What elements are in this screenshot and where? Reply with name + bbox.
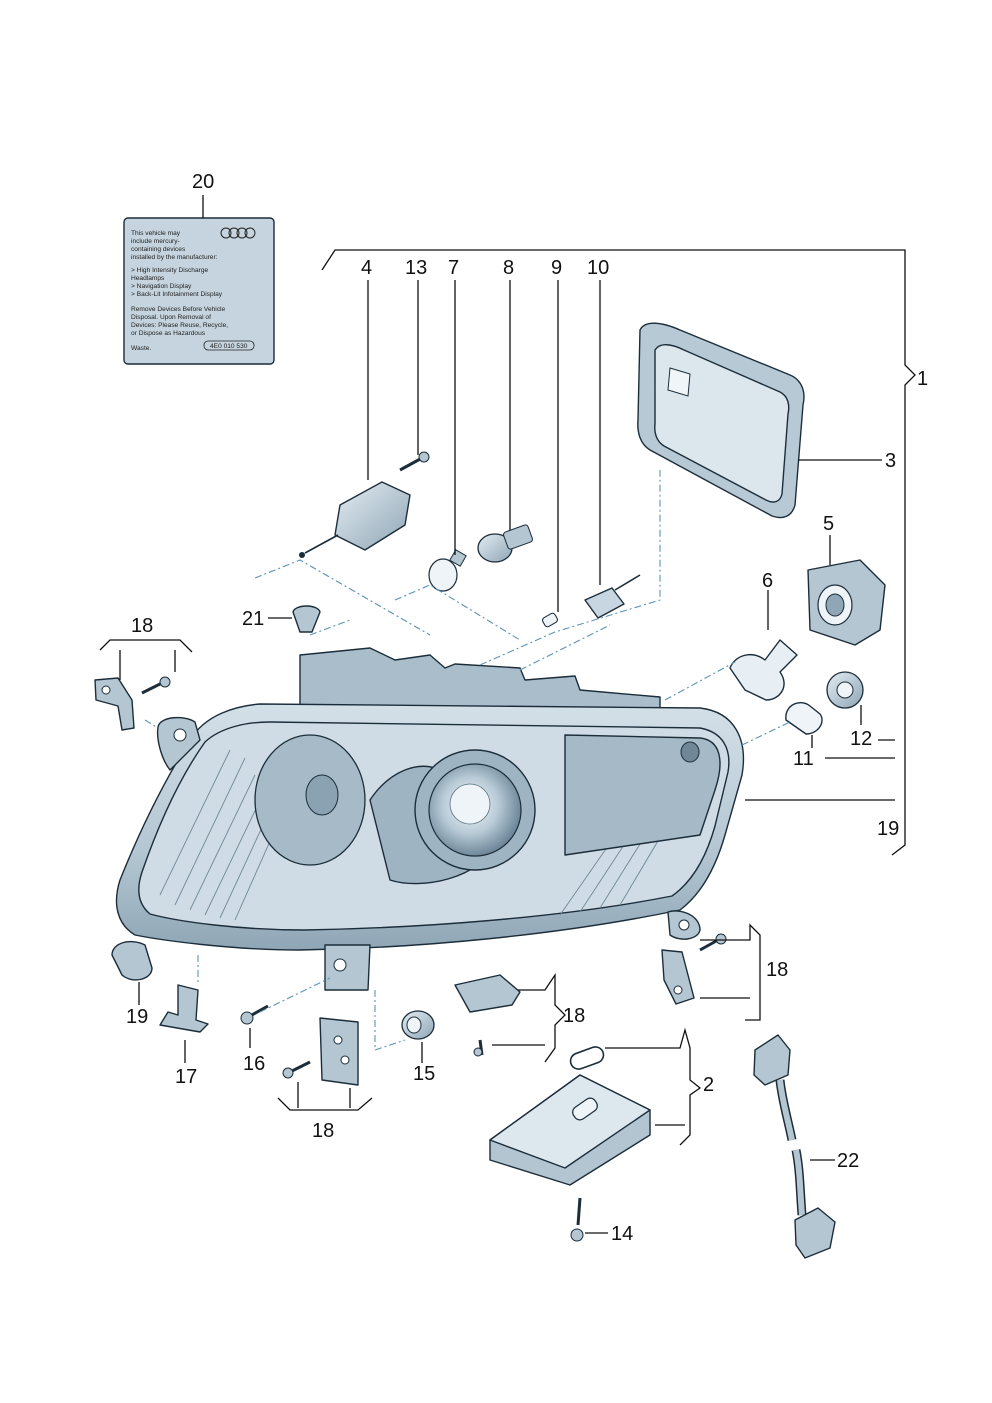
callout-21: 21	[242, 608, 264, 630]
callout-20: 20	[192, 171, 214, 193]
callout-14: 14	[611, 1223, 633, 1245]
screw-13	[399, 451, 430, 472]
range-control-motor	[299, 481, 411, 558]
bulb-socket-8	[477, 524, 533, 563]
bulb-9	[541, 612, 559, 628]
callout-19-left: 19	[126, 1006, 148, 1028]
bracket-18-bottom	[282, 1017, 359, 1086]
bulb-h7	[729, 639, 798, 701]
label-line-9: Remove Devices Before Vehicle	[131, 306, 226, 313]
callout-4: 4	[361, 257, 372, 279]
control-unit-cover	[637, 322, 805, 519]
callout-18-right: 18	[766, 959, 788, 981]
screw-14	[570, 1197, 584, 1242]
label-part-number: 4E0 010 530	[210, 343, 248, 350]
cap-21	[292, 605, 321, 633]
callout-18-bottom: 18	[312, 1120, 334, 1142]
screw-16	[240, 1004, 269, 1025]
bracket-18-center	[454, 974, 521, 1057]
label-line-3: containing devices	[131, 246, 186, 253]
callout-15: 15	[413, 1063, 435, 1085]
callout-5: 5	[823, 513, 834, 535]
label-line-5: > High Intensity Discharge	[131, 267, 208, 274]
callout-17: 17	[175, 1066, 197, 1088]
callout-numbers: 20 4 13 7 8 9 10 1 3 5 6 21 18 12 11 19 …	[126, 171, 928, 1245]
label-line-11: Devices: Please Reuse, Recycle,	[131, 322, 228, 329]
bulb-7	[428, 549, 467, 592]
callout-19-right: 19	[877, 818, 899, 840]
cap-19	[111, 940, 153, 981]
callout-16: 16	[243, 1053, 265, 1075]
wiring-harness-22	[753, 1034, 836, 1259]
callout-7: 7	[448, 257, 459, 279]
bulb-holder-10	[584, 574, 641, 619]
grommet-15	[401, 1010, 435, 1040]
assembly-lines	[144, 470, 791, 1051]
label-line-13: Waste.	[131, 345, 151, 352]
callout-13: 13	[405, 257, 427, 279]
callout-6: 6	[762, 570, 773, 592]
headlamp-housing	[115, 647, 745, 991]
bulb-socket-12	[826, 671, 864, 709]
bulb-11	[785, 702, 823, 735]
bracket-18-right	[661, 933, 727, 1005]
mercury-warning-label: This vehicle may include mercury- contai…	[123, 217, 275, 365]
label-line-1: This vehicle may	[131, 230, 181, 237]
audi-rings-logo	[220, 227, 256, 239]
label-line-6: Headlamps	[131, 275, 165, 282]
callout-9: 9	[551, 257, 562, 279]
callout-10: 10	[587, 257, 609, 279]
ballast-control-unit	[489, 1046, 651, 1186]
clip-17	[159, 984, 209, 1033]
label-line-8: > Back-Lit Infotainment Display	[131, 291, 223, 298]
callout-18-center: 18	[563, 1005, 585, 1027]
callout-1: 1	[917, 368, 928, 390]
callout-3: 3	[885, 450, 896, 472]
bracket-18-top-left	[94, 676, 171, 731]
callout-12: 12	[850, 728, 872, 750]
lamp-socket-bracket	[807, 559, 886, 646]
leader-lines	[99, 195, 916, 1234]
callout-11: 11	[793, 748, 814, 770]
callout-22: 22	[837, 1150, 859, 1172]
label-line-10: Disposal. Upon Removal of	[131, 314, 211, 321]
label-line-4: installed by the manufacturer:	[131, 254, 218, 261]
callout-8: 8	[503, 257, 514, 279]
callout-18-top-left: 18	[131, 615, 153, 637]
label-line-7: > Navigation Display	[131, 283, 192, 290]
callout-2: 2	[703, 1074, 714, 1096]
label-line-2: include mercury-	[131, 238, 180, 245]
label-line-12: or Dispose as Hazardous	[131, 330, 206, 337]
